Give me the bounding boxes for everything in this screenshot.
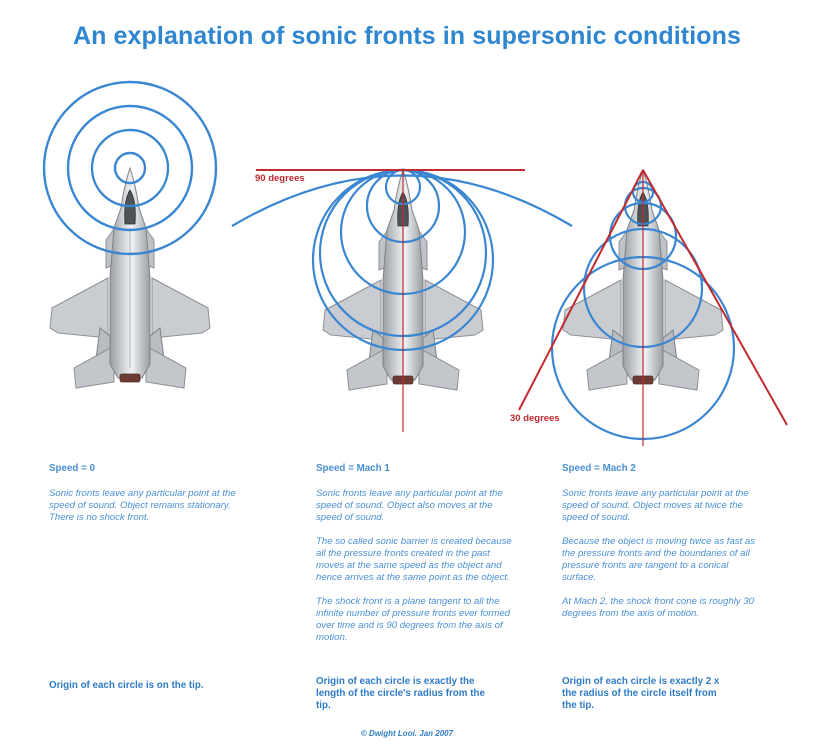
description-paragraph: Sonic fronts leave any particular point … <box>562 488 749 523</box>
mach2-angle-label: 30 degrees <box>510 413 560 424</box>
origin-note-mach-2: Origin of each circle is exactly 2 x the… <box>562 676 720 711</box>
mach1-shock-front <box>256 169 525 432</box>
mach1-angle-label: 90 degrees <box>255 173 305 184</box>
description-paragraph: Sonic fronts leave any particular point … <box>316 488 503 523</box>
origin-note-mach-1: Origin of each circle is exactly the len… <box>316 676 485 711</box>
description-paragraph: The shock front is a plane tangent to al… <box>316 596 511 643</box>
stationary-sonic-fronts <box>42 80 218 256</box>
mach2-shock-cone <box>518 169 788 446</box>
speed-heading: Speed = 0 <box>49 463 96 474</box>
column-mach-1: Speed = Mach 1 Sonic fronts leave any pa… <box>316 463 516 656</box>
speed-heading: Speed = Mach 2 <box>562 463 636 474</box>
column-mach-2: Speed = Mach 2 Sonic fronts leave any pa… <box>562 463 762 632</box>
speed-heading: Speed = Mach 1 <box>316 463 390 474</box>
description-paragraph: Sonic fronts leave any particular point … <box>49 488 236 523</box>
column-speed-0: Speed = 0 Sonic fronts leave any particu… <box>49 463 249 536</box>
page-title: An explanation of sonic fronts in supers… <box>72 22 742 50</box>
origin-note-speed-0: Origin of each circle is on the tip. <box>49 680 204 691</box>
copyright-credit: © Dwight Looi. Jan 2007 <box>360 729 454 738</box>
stationary-jet <box>49 167 211 389</box>
description-paragraph: Because the object is moving twice as fa… <box>562 536 756 583</box>
description-paragraph: The so called sonic barrier is created b… <box>316 536 512 583</box>
description-paragraph: At Mach 2, the shock front cone is rough… <box>562 596 754 619</box>
